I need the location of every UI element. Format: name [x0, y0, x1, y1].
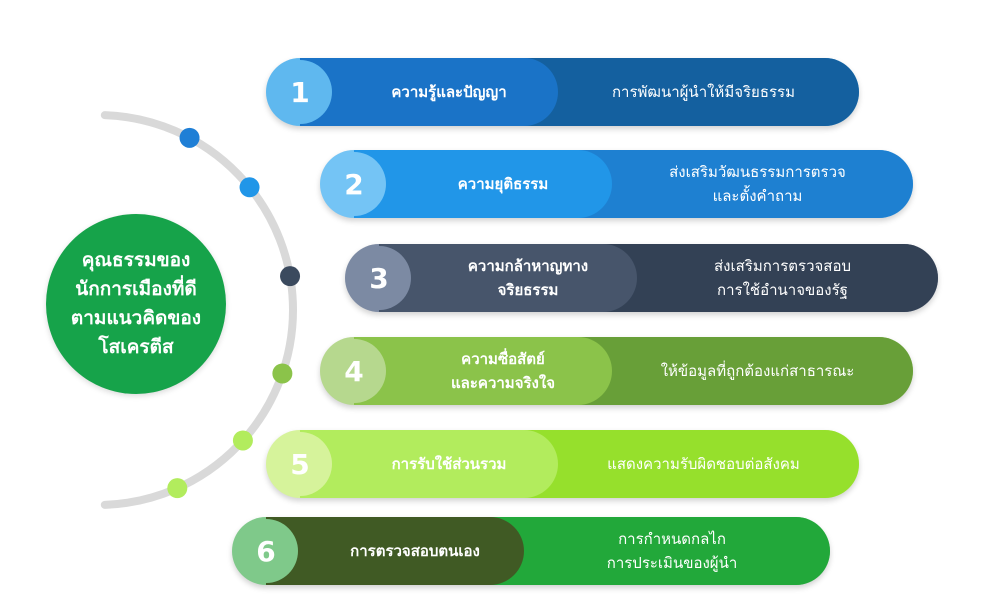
item-description: ส่งเสริมวัฒนธรรมการตรวจ และตั้งคำถาม: [578, 150, 913, 218]
item-number: 5: [268, 432, 332, 496]
item-title: ความยุติธรรม: [354, 150, 612, 218]
item-description: การพัฒนาผู้นำให้มีจริยธรรม: [524, 58, 859, 126]
center-circle: คุณธรรมของ นักการเมืองที่ดี ตามแนวคิดของ…: [46, 214, 226, 394]
arc-dot-4: [272, 363, 293, 384]
arc-dot-1: [179, 127, 200, 148]
item-number: 6: [234, 519, 298, 583]
item-number: 3: [347, 246, 411, 310]
item-title: ความกล้าหาญทาง จริยธรรม: [379, 244, 637, 312]
item-title: การรับใช้ส่วนรวม: [300, 430, 558, 498]
item-title: การตรวจสอบตนเอง: [266, 517, 524, 585]
item-description: ให้ข้อมูลที่ถูกต้องแก่สาธารณะ: [578, 337, 913, 405]
item-description: การกำหนดกลไก การประเมินของผู้นำ: [490, 517, 830, 585]
item-number: 4: [322, 339, 386, 403]
arc-dot-5: [232, 430, 253, 451]
arc-dot-3: [280, 266, 301, 287]
arc-dot-2: [239, 177, 260, 198]
item-title: ความรู้และปัญญา: [300, 58, 558, 126]
item-title: ความซื่อสัตย์ และความจริงใจ: [354, 337, 612, 405]
center-title: คุณธรรมของ นักการเมืองที่ดี ตามแนวคิดของ…: [70, 249, 202, 358]
item-number: 1: [268, 60, 332, 124]
item-number: 2: [322, 152, 386, 216]
item-description: ส่งเสริมการตรวจสอบ การใช้อำนาจของรัฐ: [603, 244, 938, 312]
item-description: แสดงความรับผิดชอบต่อสังคม: [524, 430, 859, 498]
arc-dot-6: [167, 478, 188, 499]
